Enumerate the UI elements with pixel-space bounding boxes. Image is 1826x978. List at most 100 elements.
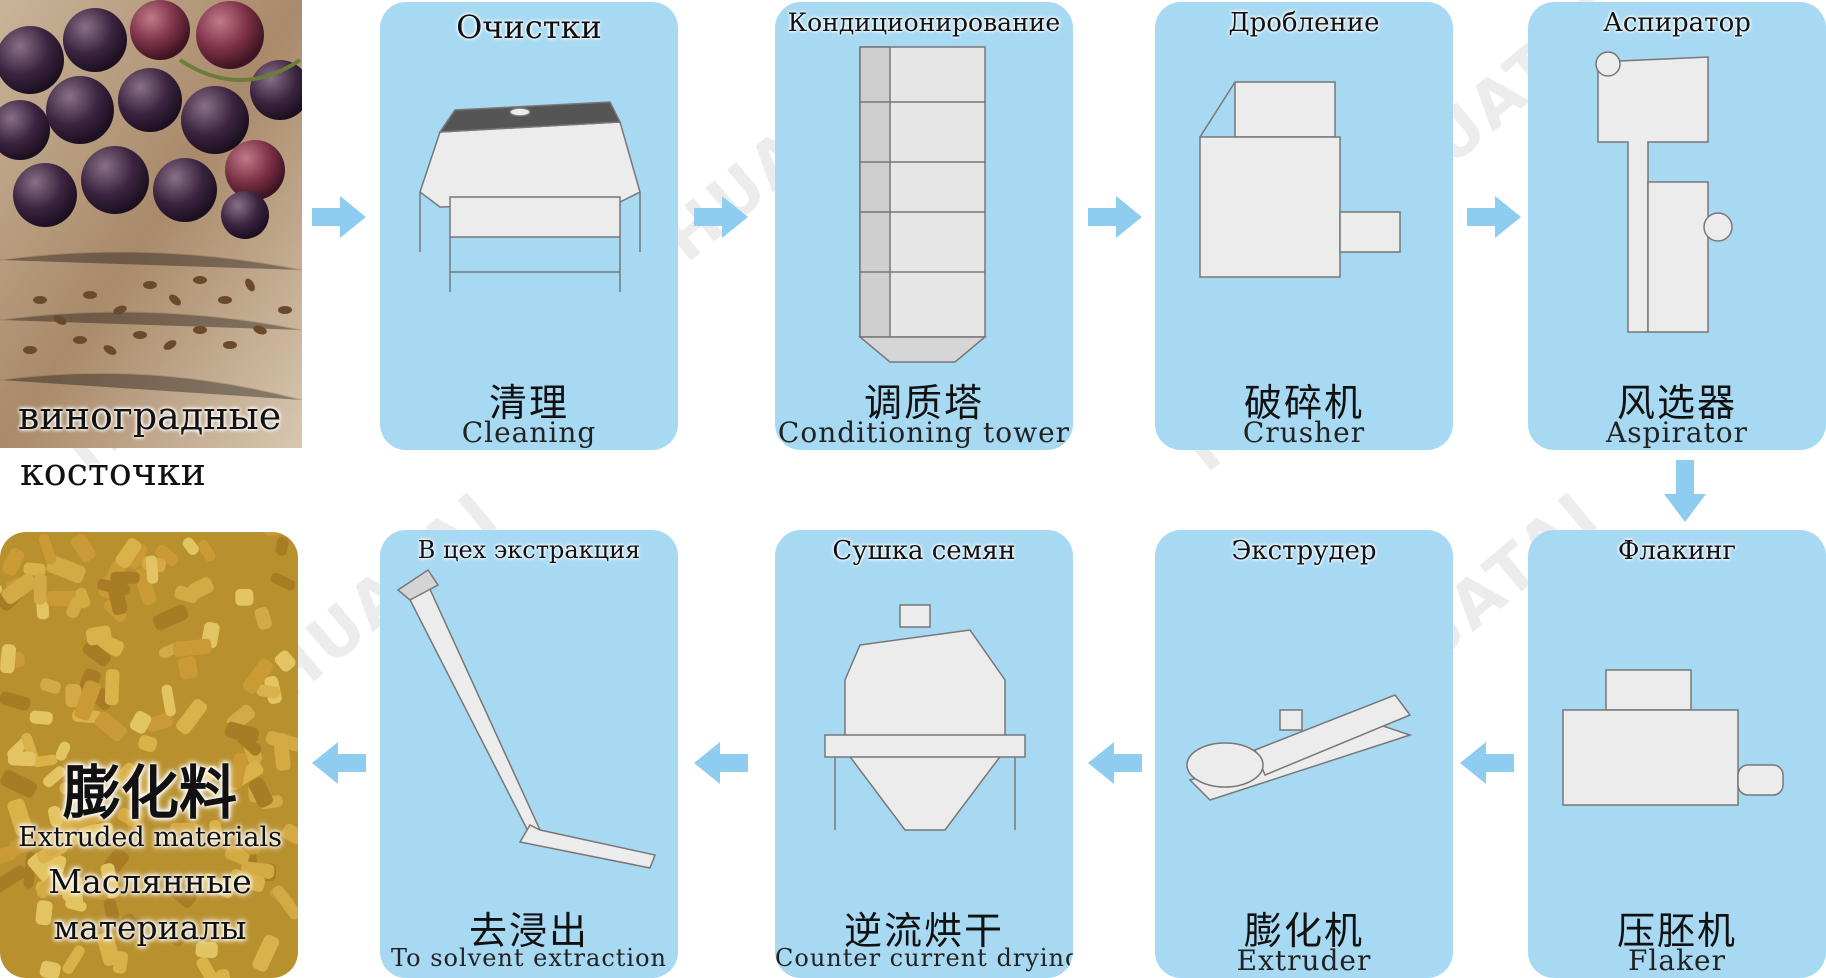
step-zh: 破碎机	[1243, 381, 1364, 425]
pellet	[109, 762, 135, 791]
pellet	[47, 805, 63, 827]
pellet	[229, 752, 248, 789]
step-title: Кондиционирование	[787, 8, 1061, 37]
pellet	[154, 544, 179, 567]
pellet	[74, 680, 101, 721]
pellet	[7, 750, 36, 767]
pellet	[152, 604, 189, 631]
pellet	[59, 781, 78, 795]
pellet	[82, 640, 111, 667]
extruder-icon	[1186, 694, 1413, 801]
step-title: Очистки	[456, 8, 602, 46]
pellet	[121, 914, 138, 936]
step-zh: 膨化机	[1243, 909, 1364, 953]
arrow-right-icon	[1467, 196, 1521, 238]
arrow-down-icon	[1664, 460, 1706, 522]
step-en: Crusher	[1242, 416, 1366, 449]
pellet	[270, 572, 296, 591]
pellet	[103, 898, 120, 921]
step-en: To solvent extraction	[391, 944, 667, 972]
arrow-left-icon	[694, 742, 748, 784]
pellet	[85, 625, 112, 646]
pellet	[209, 819, 223, 842]
step-en: Cleaning	[461, 416, 597, 449]
step-card-counter-current-drying: Сушка семян 逆流烘干 Counter current drying	[775, 530, 1073, 978]
pellet	[0, 865, 27, 894]
pellet	[174, 585, 199, 603]
pellet	[265, 731, 298, 752]
output-ru-line1: Маслянные	[48, 862, 252, 901]
pellet	[196, 956, 220, 978]
step-title: Сушка семян	[832, 536, 1016, 566]
pellet	[248, 777, 273, 808]
vibrating-screen-icon	[419, 101, 641, 292]
conveyor-icon	[396, 568, 657, 869]
step-title: Аспиратор	[1603, 8, 1751, 38]
pellet	[65, 898, 87, 912]
arrow-left-icon	[312, 742, 366, 784]
step-en: Counter current drying	[775, 944, 1073, 972]
step-en: Conditioning tower	[777, 416, 1071, 449]
pellet	[138, 734, 158, 753]
pellet	[243, 828, 261, 855]
pellet	[0, 644, 17, 674]
step-card-flaker: Флакинг 压胚机 Flaker	[1528, 530, 1826, 978]
pellet	[35, 900, 53, 926]
pellet	[66, 597, 84, 619]
pellet	[0, 770, 38, 798]
conditioning-tower-icon	[857, 46, 988, 363]
flaker-icon	[1562, 669, 1784, 806]
step-zh: 清理	[488, 381, 569, 425]
pellet	[43, 766, 66, 788]
pellet	[29, 710, 53, 725]
step-title: Экструдер	[1231, 536, 1377, 566]
pellet	[70, 807, 102, 830]
pellet	[65, 683, 82, 708]
pellet	[272, 885, 298, 920]
step-zh: 风选器	[1616, 381, 1737, 425]
output-zh: 膨化料	[62, 759, 237, 827]
pellet	[138, 772, 160, 791]
pellet	[129, 710, 152, 734]
pellet	[1, 573, 37, 605]
pellet	[7, 798, 33, 837]
step-en: Flaker	[1628, 944, 1726, 977]
pellet	[117, 807, 141, 828]
pellet	[224, 721, 260, 744]
pellet	[79, 822, 114, 838]
pellet	[229, 869, 266, 892]
pellet	[200, 873, 236, 899]
pellet	[91, 877, 111, 901]
pellet	[275, 536, 289, 556]
step-title: Флакинг	[1617, 536, 1737, 566]
pellet	[274, 650, 296, 672]
pellet	[107, 583, 128, 615]
pellet	[235, 588, 254, 606]
step-en: Extruder	[1236, 944, 1372, 977]
grape-seeds-photo	[0, 0, 302, 448]
pellet	[224, 844, 250, 865]
step-zh: 压胚机	[1616, 909, 1737, 953]
pellet	[40, 678, 61, 694]
pellet	[38, 830, 61, 857]
pellet	[2, 547, 25, 576]
pellet	[78, 784, 99, 812]
extruded-materials-photo: 膨化料 Extruded materials Маслянные материа…	[0, 532, 298, 978]
pellet	[115, 538, 142, 569]
pellet	[110, 571, 140, 584]
output-en: Extruded materials	[18, 822, 282, 853]
pellet	[252, 934, 280, 972]
pellet	[170, 822, 199, 834]
pellet	[242, 658, 274, 694]
pellet	[104, 669, 120, 706]
source-label: виноградные	[18, 394, 281, 438]
aspirator-icon	[1595, 51, 1733, 333]
pellet	[70, 533, 96, 563]
pellet	[0, 691, 31, 711]
pellet	[55, 741, 71, 761]
pellet	[197, 539, 216, 562]
pellet	[182, 537, 199, 555]
pellet	[23, 562, 46, 576]
pellet	[36, 869, 64, 899]
pellet	[94, 711, 127, 742]
